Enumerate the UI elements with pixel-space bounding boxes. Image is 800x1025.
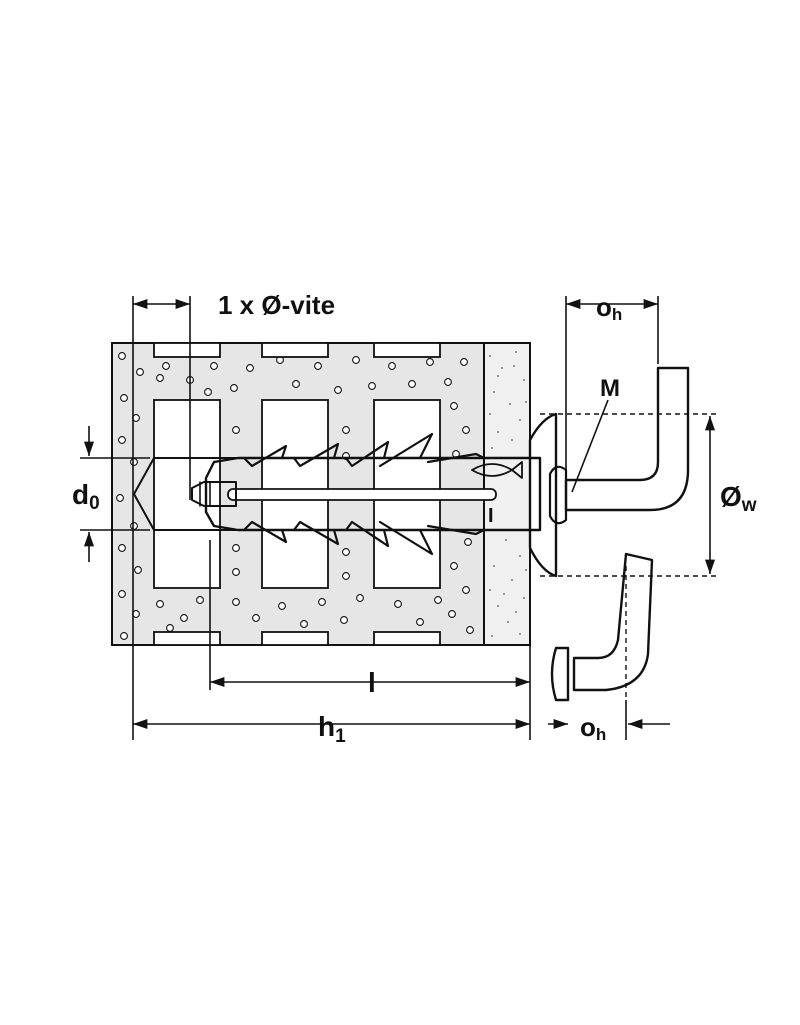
plug-body <box>204 456 542 532</box>
plug-teeth-bottom <box>242 520 486 556</box>
label-fixture-top: oh <box>596 292 622 324</box>
label-fixture-bottom: oh <box>580 712 606 744</box>
plug-letter: I <box>488 505 494 527</box>
screw-tip <box>191 481 237 507</box>
plug-center-slot <box>227 488 497 501</box>
label-thread: M <box>600 375 620 402</box>
l-hook-top <box>564 366 690 512</box>
brick-dots <box>116 352 474 640</box>
label-drill-diameter: d0 <box>72 479 100 514</box>
brick-edge-slots <box>153 342 441 646</box>
wall-plug: I <box>191 412 568 578</box>
plug-collar <box>528 412 558 578</box>
labels: 1 x Ø-vite oh M Øw d0 l h1 oh <box>72 290 757 747</box>
label-screw-spacing: 1 x Ø-vite <box>218 290 335 320</box>
dimension-lines <box>83 298 716 730</box>
label-hole-depth: h1 <box>318 711 346 747</box>
leader-thread <box>571 399 609 493</box>
label-plug-length: l <box>368 667 376 698</box>
extension-lines <box>80 296 716 740</box>
plug-teeth-top <box>242 432 486 468</box>
hook-bottom <box>550 552 654 702</box>
label-washer-diameter: Øw <box>720 481 757 516</box>
fish-logo-icon <box>471 461 523 479</box>
plug-washer <box>548 465 568 525</box>
